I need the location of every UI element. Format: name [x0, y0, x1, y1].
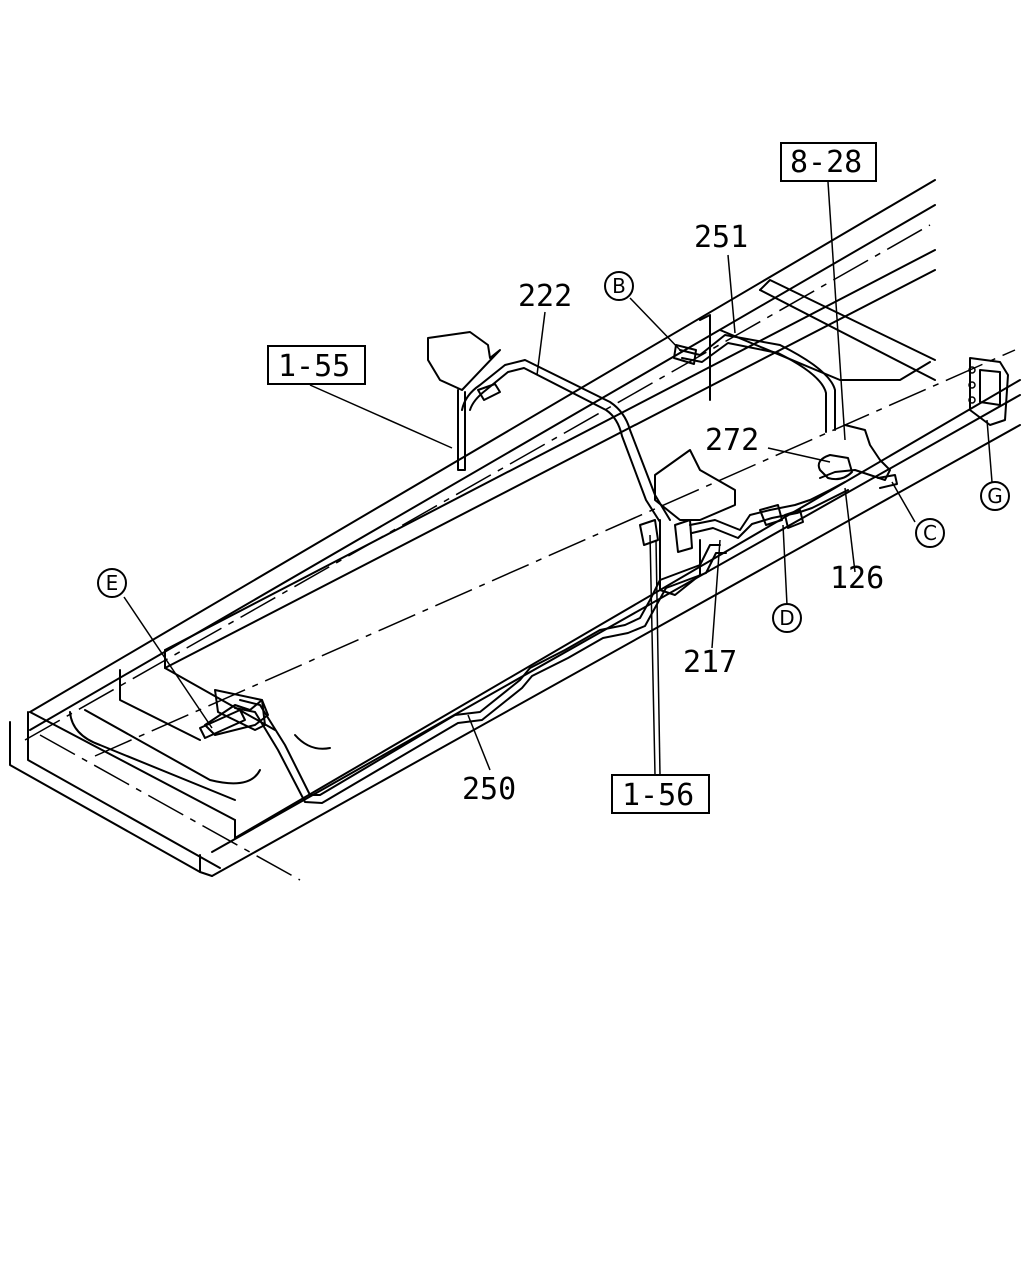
marker-g-label: G — [987, 484, 1003, 508]
rear-bracket-g — [968, 357, 1009, 426]
ref-1-55-label: 1-55 — [278, 349, 350, 384]
marker-c: C — [915, 518, 945, 548]
callout-251: 251 — [694, 220, 748, 255]
ref-box-1-55[interactable]: 1-55 — [267, 345, 366, 385]
callout-272: 272 — [705, 423, 759, 458]
reference-boxes: 8-28 1-55 1-56 — [267, 142, 877, 814]
pipe-251 — [673, 334, 836, 433]
pipe-250 — [204, 544, 727, 804]
circled-markers: B C D E G — [97, 271, 1010, 633]
callout-222: 222 — [518, 279, 572, 314]
callout-217: 217 — [683, 645, 737, 680]
marker-e-label: E — [106, 571, 119, 595]
marker-b: B — [604, 271, 634, 301]
chassis-frame — [9, 179, 1021, 881]
connector-e — [199, 689, 266, 739]
marker-d: D — [772, 603, 802, 633]
connector-center — [639, 519, 693, 553]
leader-lines — [123, 181, 993, 776]
pipe-126-272 — [817, 424, 898, 489]
callout-250: 250 — [462, 772, 516, 807]
marker-d-label: D — [779, 606, 794, 630]
marker-c-label: C — [923, 521, 937, 545]
pipe-222 — [461, 359, 671, 523]
marker-e: E — [97, 568, 127, 598]
callout-126: 126 — [830, 561, 884, 596]
marker-g: G — [980, 481, 1010, 511]
marker-b-label: B — [612, 274, 626, 298]
ref-8-28-label: 8-28 — [790, 145, 862, 180]
ref-1-56-label: 1-56 — [622, 778, 694, 813]
upright-bracket-left — [427, 331, 501, 471]
ref-box-1-56[interactable]: 1-56 — [611, 774, 710, 814]
callout-labels: 222 251 272 126 217 250 — [462, 220, 884, 807]
ref-box-8-28[interactable]: 8-28 — [780, 142, 877, 182]
pipe-217 — [689, 481, 849, 539]
